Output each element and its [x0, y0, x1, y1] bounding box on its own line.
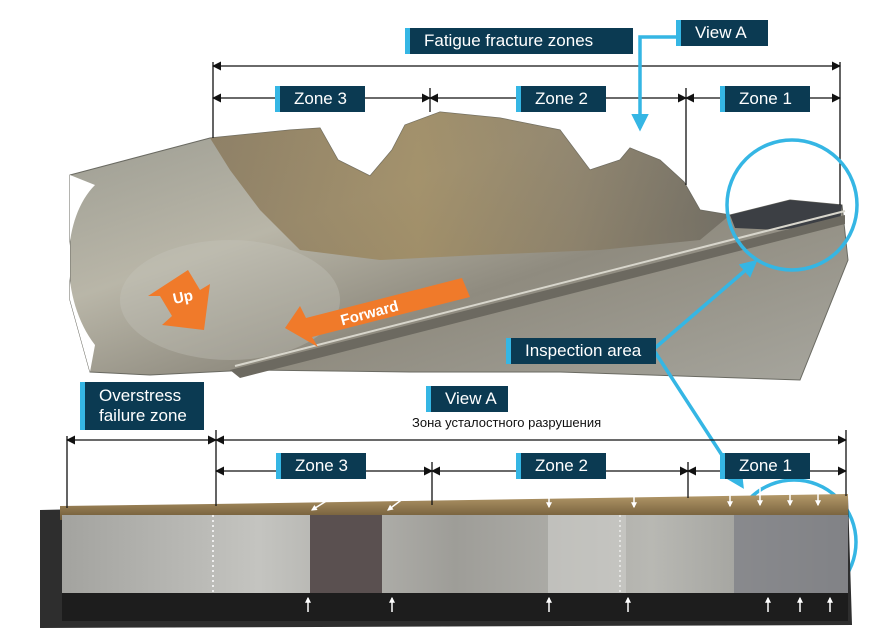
zone3-label-bottom: Zone 3	[276, 453, 366, 479]
overstress-label-line2: failure zone	[99, 406, 187, 425]
inspection-circle-top	[725, 138, 859, 272]
inspection-area-label: Inspection area	[506, 338, 656, 364]
zone3-label-top: Zone 3	[275, 86, 365, 112]
crack-origin-arrows	[305, 488, 833, 612]
forward-arrow-icon	[285, 278, 470, 347]
zone2-label-top: Zone 2	[516, 86, 606, 112]
view-a-label-top: View A	[676, 20, 768, 46]
zone2-label-bottom: Zone 2	[516, 453, 606, 479]
top-specimen-photo	[68, 111, 849, 381]
view-a-pointer	[631, 35, 690, 132]
fatigue-zones-label: Fatigue fracture zones	[405, 28, 633, 54]
blade-edge-highlight	[234, 210, 846, 367]
zone1-label-top: Zone 1	[720, 86, 810, 112]
bottom-specimen-photo	[40, 494, 852, 628]
bottom-fracture-face	[62, 515, 848, 593]
bottom-underside	[62, 593, 848, 621]
view-a-label-bottom: View A	[426, 386, 508, 412]
zone1-label-bottom: Zone 1	[720, 453, 810, 479]
russian-caption: Зона усталостного разрушения	[412, 415, 602, 430]
overstress-dark-area	[730, 200, 842, 230]
zone3-dark-segment	[310, 515, 382, 593]
overstress-label: Overstress failure zone	[80, 382, 204, 430]
notch-left	[68, 175, 95, 372]
overstress-label-line1: Overstress	[99, 386, 182, 405]
blade-edge-groove	[230, 215, 845, 378]
up-arrow-icon	[148, 270, 210, 330]
sheen	[120, 240, 340, 360]
bottom-rim	[60, 494, 848, 520]
fracture-surface	[210, 112, 730, 260]
inspection-leader-top	[653, 259, 758, 350]
zone2-bright-segment	[548, 515, 626, 593]
zone1-segment	[734, 515, 848, 593]
